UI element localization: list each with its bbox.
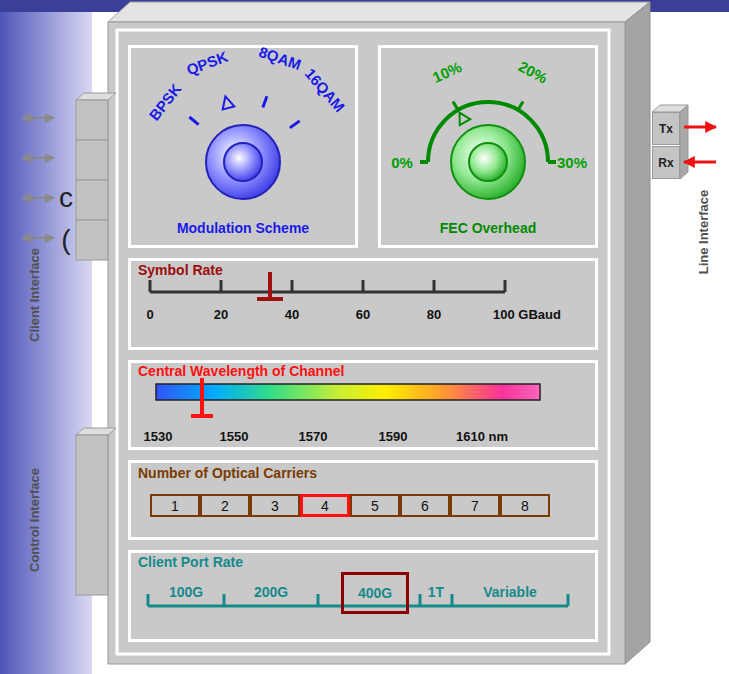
carrier-cell: 6 bbox=[400, 494, 450, 517]
interface-label: Control Interface bbox=[28, 468, 41, 572]
box-label: Tx bbox=[659, 123, 673, 135]
panel-text: QPSK bbox=[184, 49, 229, 78]
panel-text: BPSK bbox=[146, 81, 183, 123]
carrier-cell: 1 bbox=[150, 494, 200, 517]
panel-text: 1530 bbox=[144, 430, 173, 443]
panel-text: 30% bbox=[557, 155, 587, 170]
fec-panel: 10% 20% 0% 30% FEC Overhead bbox=[378, 45, 598, 248]
panel-text: 20 bbox=[214, 308, 228, 321]
panel-text: 1570 bbox=[299, 430, 328, 443]
panel-text: 16QAM bbox=[302, 66, 347, 115]
carrier-cell: 8 bbox=[500, 494, 550, 517]
panel-text: 1T bbox=[428, 585, 444, 599]
carriers-panel: Number of Optical Carriers 1 2 3 4 5 6 7 8 bbox=[128, 460, 598, 540]
carrier-cell: 4 bbox=[300, 494, 350, 517]
panel-text: Modulation Scheme bbox=[177, 221, 309, 235]
carrier-cell: 7 bbox=[450, 494, 500, 517]
panel-text: 100G bbox=[169, 585, 203, 599]
panel-text: 1610 nm bbox=[456, 430, 508, 443]
box-label: 6 bbox=[421, 499, 429, 513]
box-label: 400G bbox=[358, 586, 392, 600]
panel-text: 1550 bbox=[220, 430, 249, 443]
panel-text: 0% bbox=[391, 155, 413, 170]
carrier-cell: 5 bbox=[350, 494, 400, 517]
box-label: 2 bbox=[221, 499, 229, 513]
rx-port: Rx bbox=[652, 146, 680, 179]
box-label: 1 bbox=[171, 499, 179, 513]
selected-rate-box: 400G bbox=[341, 572, 409, 614]
panel-text: 60 bbox=[356, 308, 370, 321]
box-label: 7 bbox=[471, 499, 479, 513]
panel-text: Variable bbox=[483, 585, 537, 599]
panel-text: 40 bbox=[285, 308, 299, 321]
panel-text: 0 bbox=[146, 308, 153, 321]
panel-text: 8QAM bbox=[257, 44, 303, 72]
box-label: Rx bbox=[658, 157, 673, 169]
tx-port: Tx bbox=[652, 112, 680, 145]
client-rate-panel: Client Port Rate 100G 200G 1T Variable 400G bbox=[128, 550, 598, 642]
interface-label: Line Interface bbox=[697, 190, 710, 275]
carrier-cell: 2 bbox=[200, 494, 250, 517]
panel-text: 1590 bbox=[379, 430, 408, 443]
slide-text-fragment: c bbox=[59, 184, 73, 212]
panel-text: 10% bbox=[430, 59, 464, 85]
panel-text: 200G bbox=[254, 585, 288, 599]
modulation-panel: BPSKQPSK 8QAM16QAM Modulation Scheme bbox=[128, 45, 358, 248]
panel-text: Symbol Rate bbox=[138, 263, 223, 277]
slide-text-fragment: ( bbox=[61, 226, 70, 254]
carrier-cell: 3 bbox=[250, 494, 300, 517]
box-label: 3 bbox=[271, 499, 279, 513]
panel-text: FEC Overhead bbox=[440, 221, 536, 235]
panel-text: 80 bbox=[427, 308, 441, 321]
box-label: 5 bbox=[371, 499, 379, 513]
wavelength-panel: Central Wavelength of Channel 1530 1550 157… bbox=[128, 360, 598, 450]
interface-label: Client Interface bbox=[28, 248, 41, 342]
panel-text: Client Port Rate bbox=[138, 555, 243, 569]
panel-text: 20% bbox=[516, 58, 550, 85]
panel-text: 100 GBaud bbox=[493, 308, 561, 321]
box-label: 4 bbox=[321, 499, 329, 513]
box-label: 8 bbox=[521, 499, 529, 513]
symbol-rate-panel: Symbol Rate 0 20 40 60 80 100 GBaud bbox=[128, 258, 598, 350]
panel-text: Central Wavelength of Channel bbox=[138, 364, 344, 378]
panel-text: Number of Optical Carriers bbox=[138, 466, 317, 480]
